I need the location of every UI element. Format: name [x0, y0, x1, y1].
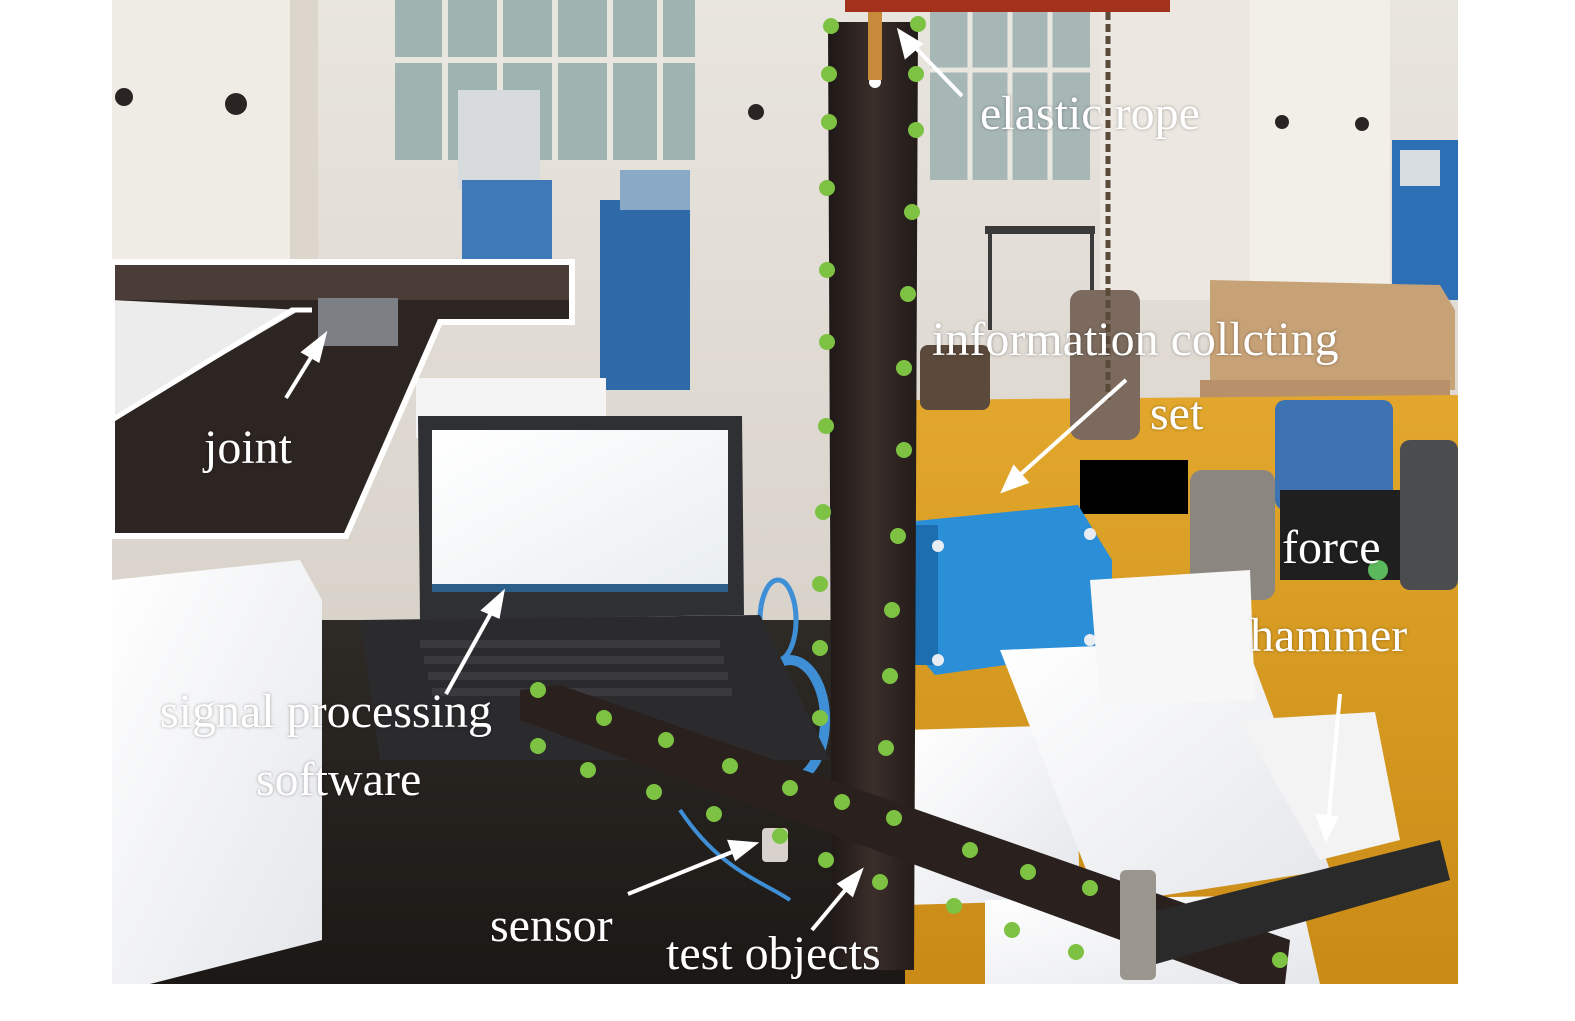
marker-dot [819, 180, 835, 196]
marker-dot [910, 16, 926, 32]
marker-dot [962, 842, 978, 858]
marker-dot [900, 286, 916, 302]
arrow-test-objects [810, 867, 864, 932]
marker-dot [819, 262, 835, 278]
marker-dot [596, 710, 612, 726]
marker-dot [1082, 880, 1098, 896]
marker-dot [886, 810, 902, 826]
marker-dot [872, 874, 888, 890]
marker-dot [882, 668, 898, 684]
joint-inset [109, 259, 575, 539]
marker-dots-diagonal-top [530, 682, 1288, 968]
marker-dot [658, 732, 674, 748]
marker-dot [646, 784, 662, 800]
annotation-arrows [284, 27, 1342, 932]
marker-dot [908, 122, 924, 138]
marker-dot [819, 334, 835, 350]
marker-dot [890, 528, 906, 544]
marker-dot [818, 418, 834, 434]
marker-dots-vertical-left [812, 18, 839, 726]
label-force-hammer-line2: hammer [1250, 609, 1408, 662]
marker-dot [812, 640, 828, 656]
marker-dot [722, 758, 738, 774]
label-information-collecting-line1: information collcting [932, 313, 1339, 366]
arrow-joint [284, 330, 328, 400]
marker-dot [812, 576, 828, 592]
marker-dot [823, 18, 839, 34]
marker-dot [896, 360, 912, 376]
label-joint: joint [204, 421, 293, 474]
marker-dot [815, 504, 831, 520]
arrow-sensor [627, 839, 760, 896]
marker-dot [884, 602, 900, 618]
label-signal-processing-line2: software [256, 753, 422, 806]
label-information-collecting-line2: set [1150, 387, 1204, 440]
marker-dot [904, 204, 920, 220]
marker-dot [772, 828, 788, 844]
marker-dots-vertical-right [878, 16, 926, 756]
marker-dot [530, 738, 546, 754]
marker-dot [878, 740, 894, 756]
label-force-hammer-line1: force [1282, 521, 1381, 574]
marker-dot [896, 442, 912, 458]
label-sensor: sensor [490, 899, 613, 952]
marker-dot [530, 682, 546, 698]
marker-dot [908, 66, 924, 82]
marker-dot [782, 780, 798, 796]
arrow-force-hammer [1315, 693, 1342, 844]
marker-dot [946, 898, 962, 914]
marker-dot [1004, 922, 1020, 938]
arrow-elastic-rope [896, 27, 964, 98]
marker-dot [812, 710, 828, 726]
marker-dot [821, 114, 837, 130]
marker-dot [834, 794, 850, 810]
marker-dot [706, 806, 722, 822]
label-signal-processing-line1: signal processing [160, 685, 492, 738]
label-test-objects: test objects [666, 927, 881, 980]
arrow-signal [444, 588, 506, 695]
arrow-info-set [1000, 378, 1128, 494]
marker-dots-diagonal-bottom [530, 738, 1084, 960]
marker-dot [1068, 944, 1084, 960]
marker-dot [580, 762, 596, 778]
marker-dot [1020, 864, 1036, 880]
marker-dot [821, 66, 837, 82]
marker-dot [818, 852, 834, 868]
label-elastic-rope: elastic rope [980, 87, 1200, 140]
marker-dot [1272, 952, 1288, 968]
